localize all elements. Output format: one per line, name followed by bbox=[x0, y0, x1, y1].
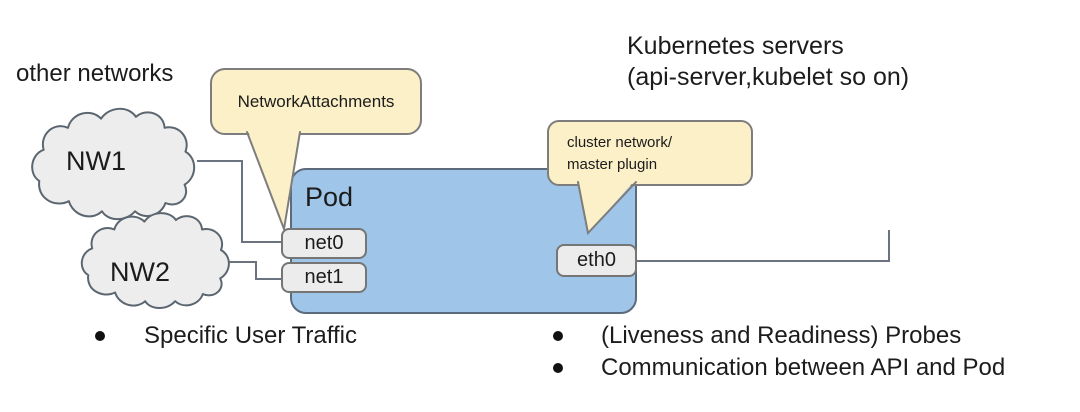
kubernetes-servers-label: Kubernetes servers (api-server,kubelet s… bbox=[627, 31, 909, 93]
interface-net1-label: net1 bbox=[304, 266, 344, 288]
line-eth0-to-kubernetes bbox=[637, 230, 890, 262]
callout-network-attachments: NetworkAttachments bbox=[210, 68, 422, 135]
callout-cluster-network-tail bbox=[578, 178, 637, 233]
cloud-nw1-shape bbox=[32, 109, 194, 219]
callout-network-attachments-text: NetworkAttachments bbox=[237, 91, 395, 111]
cloud-nw1 bbox=[28, 104, 202, 225]
callout-cluster-network-line1: cluster network/ bbox=[567, 134, 673, 151]
bullet-dot bbox=[553, 331, 563, 341]
callout-cluster-network: cluster network/ master plugin bbox=[547, 120, 753, 186]
cloud-nw2-shape bbox=[82, 213, 229, 308]
interface-net1: net1 bbox=[281, 262, 367, 293]
kubernetes-servers-line2: (api-server,kubelet so on) bbox=[627, 63, 910, 91]
other-networks-label: other networks bbox=[16, 60, 174, 87]
line-nw2-to-net1 bbox=[224, 261, 281, 280]
bullet-specific-user-traffic: Specific User Traffic bbox=[144, 322, 357, 349]
interface-eth0-label: eth0 bbox=[577, 249, 616, 271]
bullet-dot bbox=[95, 331, 105, 341]
interface-eth0: eth0 bbox=[556, 244, 637, 277]
callout-network-attachments-tail bbox=[247, 128, 300, 229]
callout-cluster-network-tail-border bbox=[577, 181, 637, 236]
kubernetes-servers-line1: Kubernetes servers bbox=[627, 32, 844, 60]
pod-label: Pod bbox=[305, 182, 354, 212]
bullet-dot bbox=[553, 363, 563, 373]
cloud-nw1-label: NW1 bbox=[66, 146, 126, 176]
callout-cluster-network-line2: master plugin bbox=[567, 156, 658, 173]
line-nw1-to-net0 bbox=[197, 160, 281, 243]
bullet-probes: (Liveness and Readiness) Probes bbox=[601, 322, 962, 349]
interface-net0-label: net0 bbox=[304, 232, 344, 254]
cloud-nw2 bbox=[78, 209, 236, 313]
bullet-communication-api-pod: Communication between API and Pod bbox=[601, 354, 1006, 381]
cloud-nw2-label: NW2 bbox=[110, 257, 170, 287]
interface-net0: net0 bbox=[281, 228, 367, 259]
